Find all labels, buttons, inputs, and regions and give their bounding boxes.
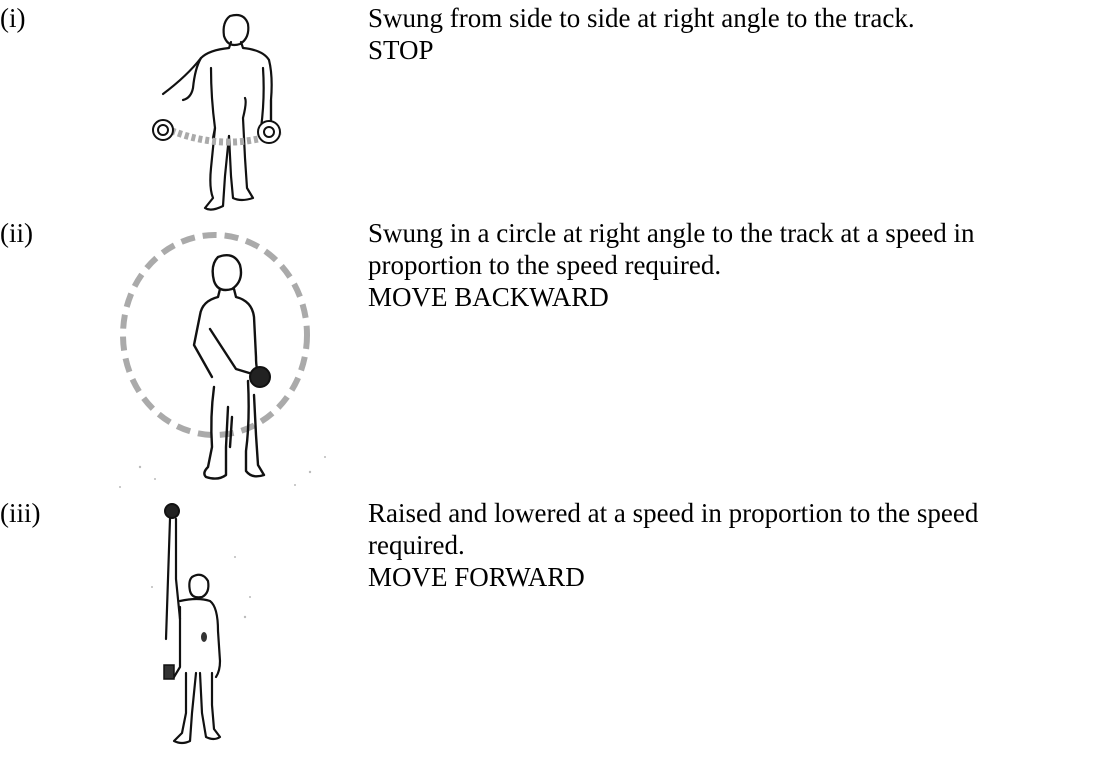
signal-description: Swung in a circle at right angle to the … xyxy=(368,217,1098,313)
person-swinging-lamp-in-circle-icon xyxy=(110,217,335,495)
signal-command: MOVE BACKWARD xyxy=(368,282,609,312)
description-line: Raised and lowered at a speed in proport… xyxy=(368,498,979,528)
signal-numeral: (iii) xyxy=(0,498,41,528)
description-line: required. xyxy=(368,530,465,560)
signal-command: MOVE FORWARD xyxy=(368,562,585,592)
signal-description: Swung from side to side at right angle t… xyxy=(368,2,1098,66)
signal-numeral: (ii) xyxy=(0,218,33,248)
person-swinging-lamp-side-to-side-icon xyxy=(135,8,295,213)
signal-row-move-backward: (ii) xyxy=(0,215,1099,495)
person-raising-lowering-lamp-icon xyxy=(140,497,290,753)
description-line: proportion to the speed required. xyxy=(368,250,722,280)
signal-row-move-forward: (iii) xyxy=(0,495,1099,755)
signal-row-stop: (i) xyxy=(0,0,1099,215)
signal-command: STOP xyxy=(368,35,434,65)
signal-description: Raised and lowered at a speed in proport… xyxy=(368,497,1098,593)
signal-numeral: (i) xyxy=(0,3,26,33)
description-line: Swung in a circle at right angle to the … xyxy=(368,218,975,248)
description-line: Swung from side to side at right angle t… xyxy=(368,3,915,33)
